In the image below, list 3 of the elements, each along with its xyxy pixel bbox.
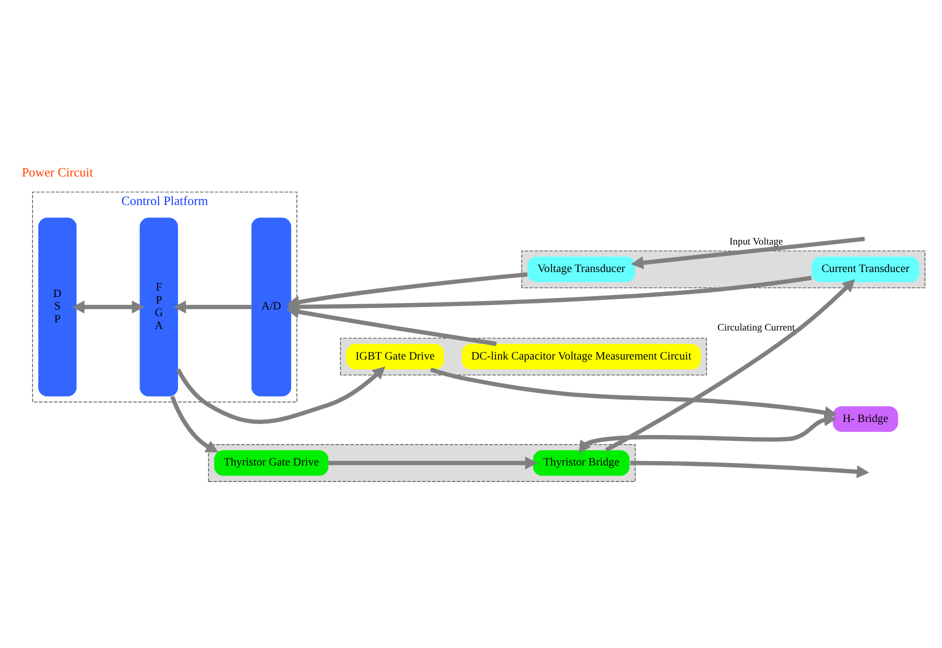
edge-label: Circulating Current bbox=[717, 322, 795, 334]
edge-label: Input Voltage bbox=[729, 236, 783, 248]
label: Power Circuit bbox=[22, 166, 94, 180]
